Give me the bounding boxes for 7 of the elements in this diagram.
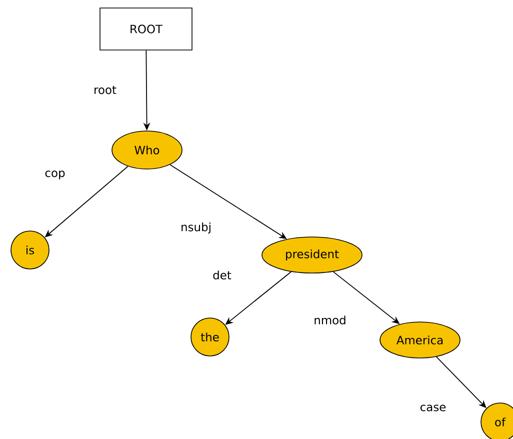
- root-box: ROOT: [100, 8, 192, 50]
- edge-label: nmod: [314, 316, 346, 324]
- edge-label: case: [420, 404, 446, 412]
- edge-label: root: [94, 86, 116, 94]
- edge-label: cop: [45, 170, 65, 180]
- edge-label: det: [213, 270, 232, 280]
- edge-label: nsubj: [182, 222, 210, 234]
